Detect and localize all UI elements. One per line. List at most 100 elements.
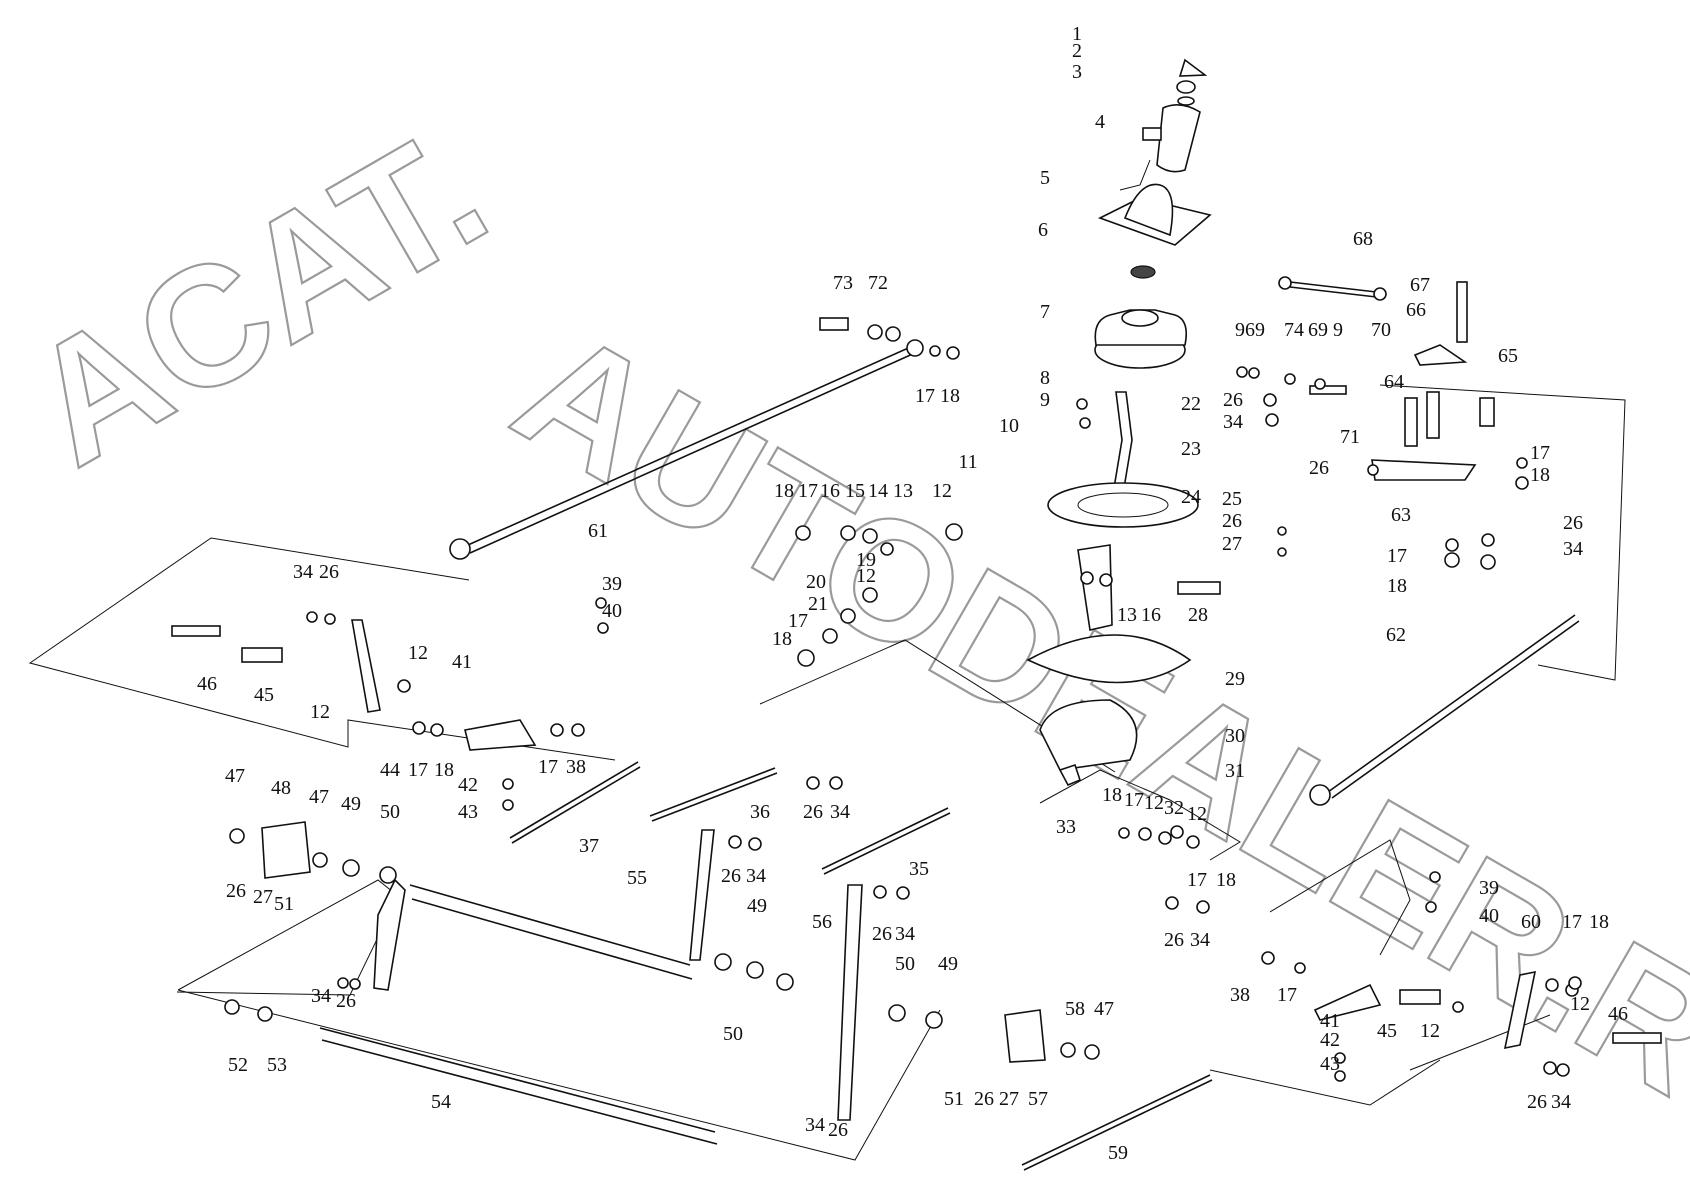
callout-label: 2 [1072, 40, 1082, 62]
callout-label: 41 [1320, 1010, 1340, 1032]
callout-label: 38 [1230, 984, 1250, 1006]
callout-label: 28 [1188, 604, 1208, 626]
callout-label: 9 [1333, 319, 1343, 341]
callout-label: 17 [1277, 984, 1297, 1006]
callout-label: 47 [309, 786, 329, 808]
callout-label: 34 [293, 561, 313, 583]
callout-label: 26 [226, 880, 246, 902]
callout-label: 50 [380, 801, 400, 823]
callout-label: 64 [1384, 371, 1404, 393]
callout-label: 18 [772, 628, 792, 650]
callout-label: 63 [1391, 504, 1411, 526]
callout-label: 12 [1187, 803, 1207, 825]
callout-label: 34 [1190, 929, 1210, 951]
callout-label: 12 [310, 701, 330, 723]
callout-label: 45 [1377, 1020, 1397, 1042]
callout-label: 14 [868, 480, 888, 502]
callout-label: 18 [434, 759, 454, 781]
callout-label: 40 [1479, 905, 1499, 927]
shift-knob [1119, 58, 1208, 191]
callout-label: 17 [1530, 442, 1550, 464]
callout-label: 29 [1225, 668, 1245, 690]
callout-label: 18 [1530, 464, 1550, 486]
callout-label: 43 [458, 801, 478, 823]
callout-label: 73 [833, 272, 853, 294]
callout-label: 67 [1410, 274, 1430, 296]
callout-label: 30 [1225, 725, 1245, 747]
callout-label: 48 [271, 777, 291, 799]
callout-label: 26 [872, 923, 892, 945]
callout-label: 60 [1521, 911, 1541, 933]
rods [319, 281, 1580, 1171]
callout-label: 26 [1222, 510, 1242, 532]
callout-label: 34 [746, 865, 766, 887]
callout-label: 43 [1320, 1053, 1340, 1075]
callout-label: 51 [944, 1088, 964, 1110]
callout-label: 35 [909, 858, 929, 880]
callout-label: 26 [1563, 512, 1583, 534]
callout-label: 70 [1371, 319, 1391, 341]
callout-label: 17 [1387, 545, 1407, 567]
callout-label: 3 [1072, 61, 1082, 83]
callout-label: 62 [1386, 624, 1406, 646]
callout-label: 12 [408, 642, 428, 664]
callout-label: 18 [1387, 575, 1407, 597]
callout-label: 20 [806, 571, 826, 593]
callout-label: 44 [380, 759, 400, 781]
callout-label: 39 [1479, 877, 1499, 899]
callout-label: 52 [228, 1054, 248, 1076]
callout-label: 50 [895, 953, 915, 975]
callout-label: 72 [868, 272, 888, 294]
callout-label: 47 [1094, 998, 1114, 1020]
callout-label: 66 [1406, 299, 1426, 321]
callout-label: 27 [1222, 533, 1242, 555]
callout-label: 33 [1056, 816, 1076, 838]
callout-label: 27 [999, 1088, 1019, 1110]
callout-label: 49 [938, 953, 958, 975]
callout-label: 49 [341, 793, 361, 815]
boot-plate [1026, 183, 1212, 787]
callout-label: 7 [1040, 301, 1050, 323]
callout-label: 34 [1223, 411, 1243, 433]
callout-label: 4 [1095, 111, 1105, 133]
callout-label: 15 [845, 480, 865, 502]
callout-label: 25 [1222, 488, 1242, 510]
callout-label: 12 [1570, 993, 1590, 1015]
callout-label: 11 [958, 451, 977, 473]
callout-label: 34 [1551, 1091, 1571, 1113]
callout-label: 17 [798, 480, 818, 502]
callout-label: 26 [1309, 457, 1329, 479]
callout-label: 42 [458, 774, 478, 796]
callout-label: 53 [267, 1054, 287, 1076]
callout-label: 17 [1187, 869, 1207, 891]
callout-label: 26 [336, 990, 356, 1012]
callout-label: 54 [431, 1091, 451, 1113]
callout-label: 18 [940, 385, 960, 407]
group-outlines [28, 384, 1626, 1161]
callout-label: 46 [1608, 1003, 1628, 1025]
callout-label: 38 [566, 756, 586, 778]
callout-label: 59 [1108, 1142, 1128, 1164]
callout-label: 26 [828, 1119, 848, 1141]
callout-label: 32 [1164, 797, 1184, 819]
callout-label: 34 [805, 1114, 825, 1136]
callout-label: 40 [602, 600, 622, 622]
callout-label: 16 [1141, 604, 1161, 626]
callout-label: 61 [588, 520, 608, 542]
callout-label: 71 [1340, 426, 1360, 448]
callout-label: 39 [602, 573, 622, 595]
callout-label: 41 [452, 651, 472, 673]
callout-label: 17 [1562, 911, 1582, 933]
callout-label: 18 [774, 480, 794, 502]
callout-label: 9 [1040, 389, 1050, 411]
callout-label: 24 [1181, 486, 1201, 508]
callout-label: 47 [225, 765, 245, 787]
callout-label: 34 [311, 985, 331, 1007]
callout-label: 26 [1527, 1091, 1547, 1113]
callout-label: 55 [627, 867, 647, 889]
callout-label: 58 [1065, 998, 1085, 1020]
callout-label: 51 [274, 893, 294, 915]
callout-label: 46 [197, 673, 217, 695]
callout-label: 36 [750, 801, 770, 823]
